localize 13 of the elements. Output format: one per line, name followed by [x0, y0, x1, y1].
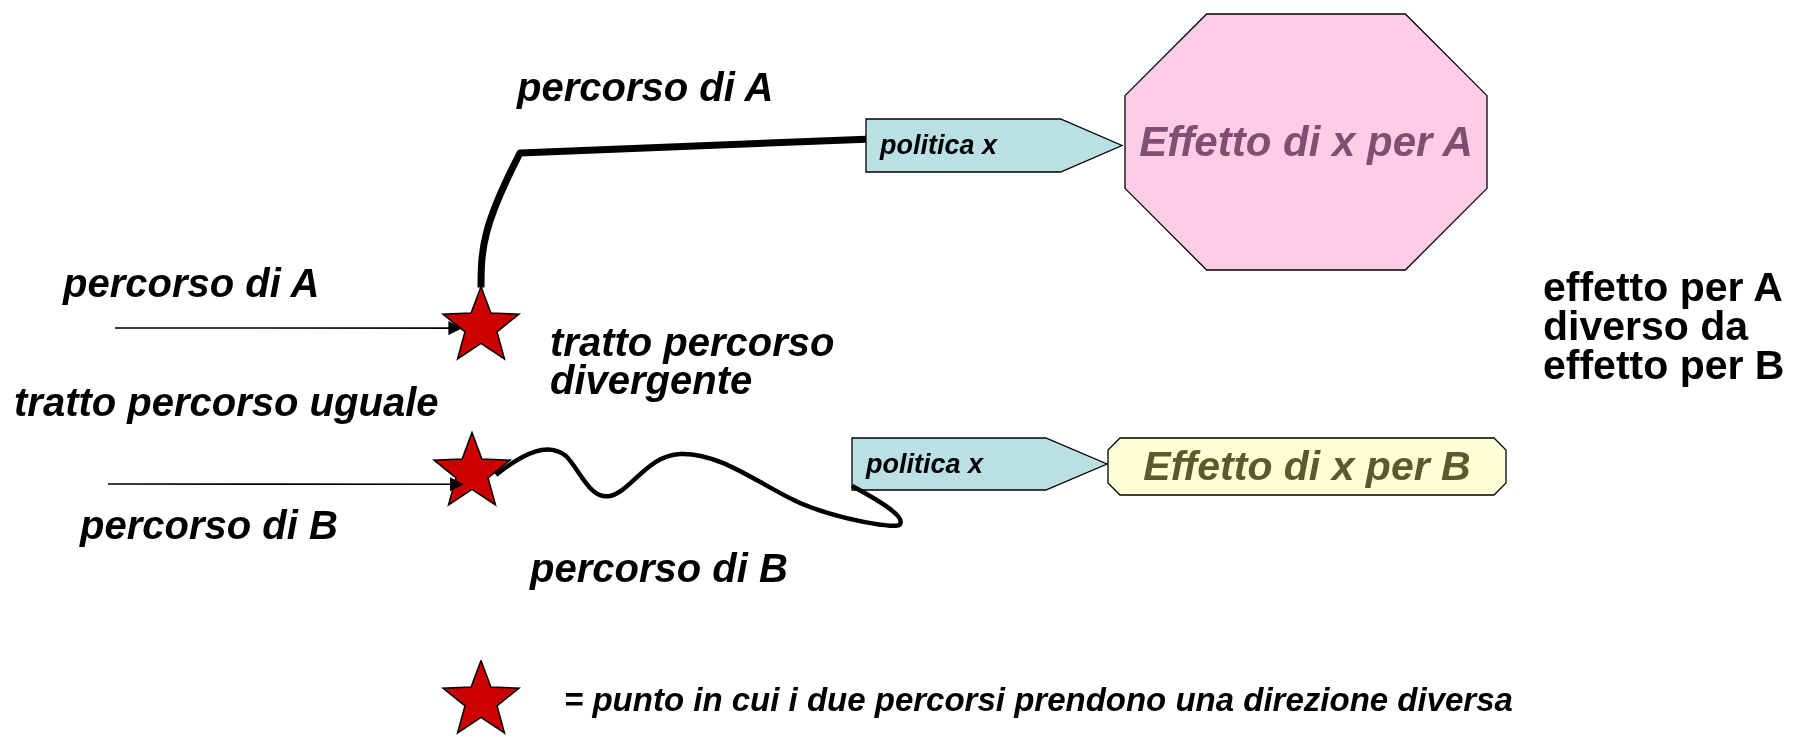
node-text: Effetto di x per A	[1139, 118, 1473, 166]
legend-text: = punto in cui i due percorsi prendono una direzione diversa	[564, 684, 1513, 716]
node-text: Effetto di x per B	[1143, 443, 1471, 490]
text-label: effetto per A diverso da effetto per B	[1543, 268, 1786, 385]
arrow	[114, 321, 463, 336]
path-line	[494, 447, 903, 528]
pentagon-box	[852, 438, 1107, 490]
octagon-box	[1125, 14, 1487, 270]
pentagon-box	[866, 119, 1122, 172]
node-text: politica x	[866, 448, 984, 480]
node-text: politica x	[880, 130, 998, 161]
arrow	[107, 477, 464, 492]
path-line	[477, 135, 867, 288]
